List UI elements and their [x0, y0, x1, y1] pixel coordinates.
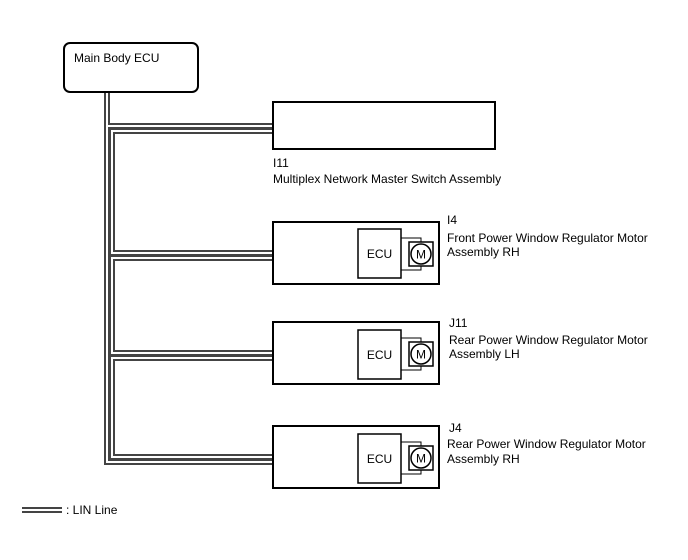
component-name-line1: Front Power Window Regulator Motor [447, 231, 648, 245]
component-j11: ECU M J11 Rear Power Window Regulator Mo… [272, 316, 648, 385]
lin-branch-j11 [109, 255, 273, 356]
lin-bus-wires [104, 92, 273, 465]
component-code: J11 [449, 316, 468, 330]
ecu-box [357, 433, 402, 484]
component-name-line1: Rear Power Window Regulator Motor [447, 437, 646, 451]
lin-branch-i4 [109, 128, 273, 256]
component-name-line2: Assembly RH [447, 452, 520, 466]
ecu-label: ECU [367, 348, 392, 362]
ecu-box [357, 329, 402, 380]
ecu-box [357, 228, 402, 279]
lin-trunk-wire [104, 92, 273, 465]
motor-icon [410, 447, 432, 469]
motor-label: M [416, 348, 426, 362]
motor-icon [410, 343, 432, 365]
component-code: I4 [447, 213, 457, 227]
component-name-line2: Assembly LH [449, 347, 520, 361]
component-name-line2: Assembly RH [447, 245, 520, 259]
motor-label: M [416, 452, 426, 466]
lin-branch-j4 [109, 355, 273, 460]
ecu-label: ECU [367, 452, 392, 466]
component-name: Multiplex Network Master Switch Assembly [273, 172, 501, 186]
component-i4: ECU M I4 Front Power Window Regulator Mo… [272, 213, 648, 285]
ecu-label: ECU [367, 247, 392, 261]
legend: : LIN Line [22, 503, 118, 517]
main-body-ecu: Main Body ECU [63, 42, 199, 93]
main-body-ecu-label: Main Body ECU [74, 51, 159, 65]
motor-icon [410, 243, 432, 265]
component-name-line1: Rear Power Window Regulator Motor [449, 333, 648, 347]
component-i11: I11 Multiplex Network Master Switch Asse… [272, 101, 501, 186]
component-j4: ECU M J4 Rear Power Window Regulator Mot… [272, 421, 646, 489]
component-code: I11 [273, 156, 289, 170]
legend-label: : LIN Line [66, 503, 118, 517]
motor-label: M [416, 248, 426, 262]
component-code: J4 [449, 421, 462, 435]
